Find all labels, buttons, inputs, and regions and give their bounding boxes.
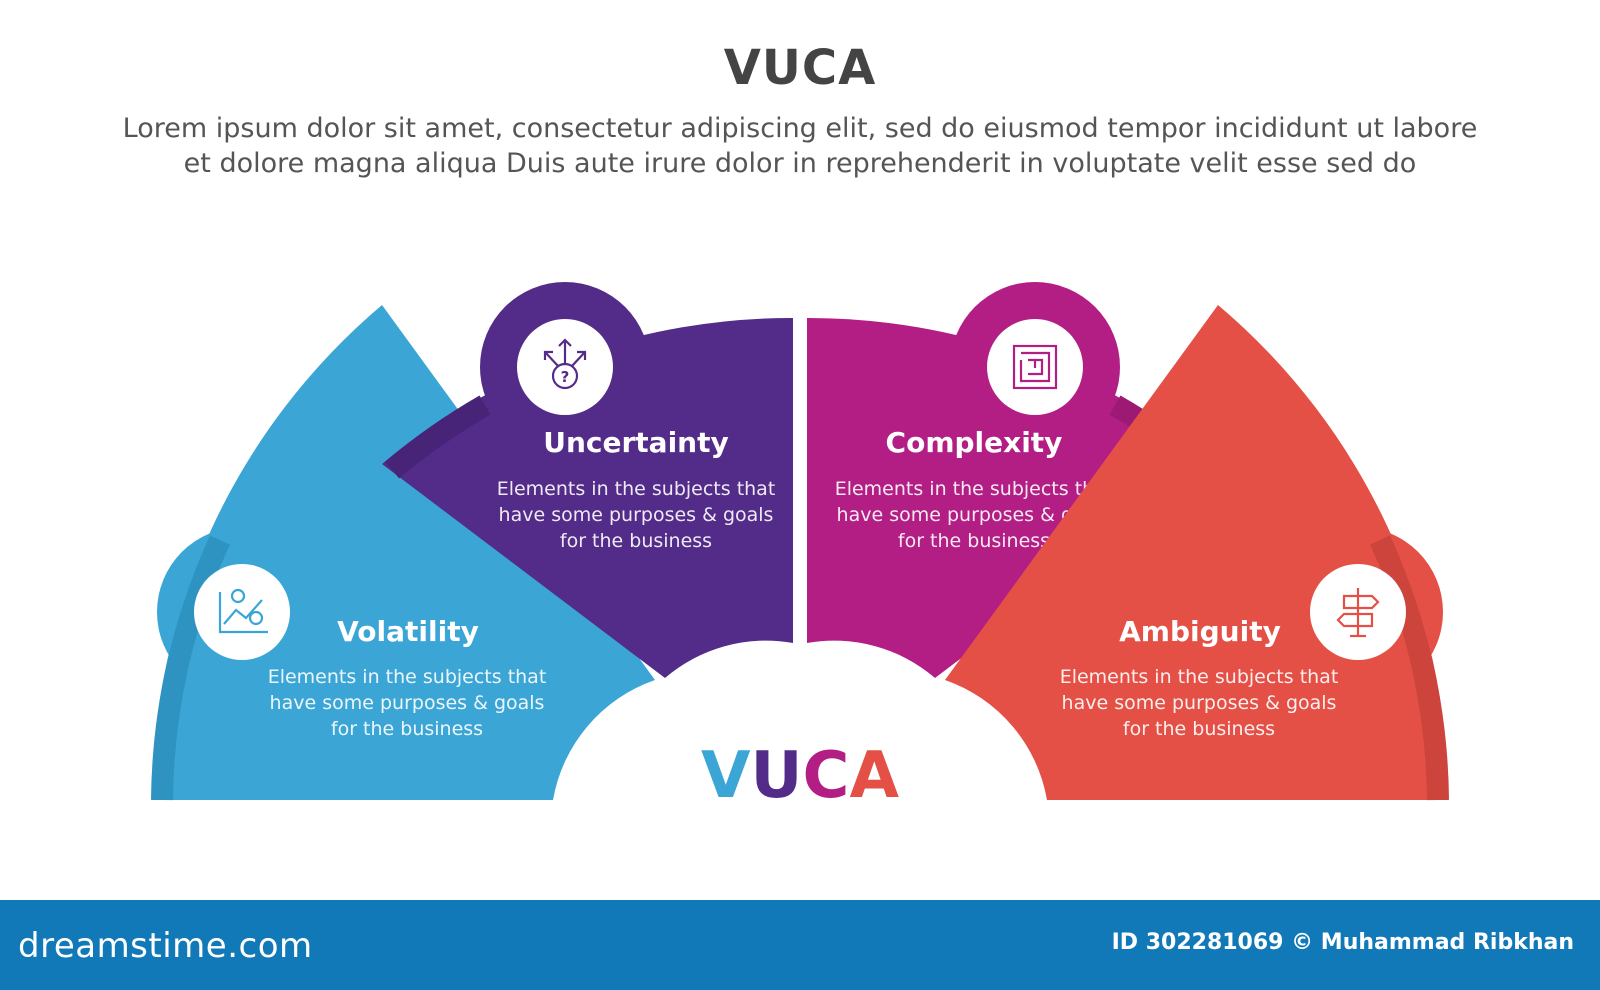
segment-uncertainty-desc-2: have some purposes & goals: [499, 504, 774, 526]
footer-bar: dreamstime.com ID 302281069 © Muhammad R…: [0, 900, 1600, 990]
segment-volatility-band: [151, 535, 231, 801]
chart-icon: [218, 588, 268, 634]
segment-uncertainty-desc-3: for the business: [560, 530, 712, 552]
segment-volatility-icon-circle: [194, 564, 290, 660]
center-vuca-label: VUCA: [701, 739, 899, 813]
segment-volatility-title: Volatility: [337, 615, 479, 648]
center-letter-v: V: [701, 739, 751, 813]
segment-uncertainty-desc-1: Elements in the subjects that: [497, 478, 776, 500]
segment-complexity-title: Complexity: [886, 426, 1063, 459]
center-letter-c: C: [803, 739, 850, 813]
segment-complexity-desc-3: for the business: [898, 530, 1050, 552]
segment-volatility: Volatility Elements in the subjects that…: [151, 305, 655, 801]
subtitle-line-1: Lorem ipsum dolor sit amet, consectetur …: [122, 113, 1478, 144]
subtitle-line-2: et dolore magna aliqua Duis aute irure d…: [183, 148, 1417, 179]
signpost-icon: [1336, 588, 1380, 638]
segment-complexity: Complexity Elements in the subjects that…: [807, 282, 1218, 678]
footer-credit: ID 302281069 © Muhammad Ribkhan: [1111, 930, 1574, 955]
center-letter-a: A: [849, 739, 899, 813]
segment-ambiguity: Ambiguity Elements in the subjects that …: [945, 305, 1449, 801]
segment-ambiguity-desc-1: Elements in the subjects that: [1060, 666, 1339, 688]
page-title: VUCA: [723, 40, 877, 96]
segment-volatility-desc-3: for the business: [331, 718, 483, 740]
segment-ambiguity-title: Ambiguity: [1119, 615, 1281, 648]
segment-complexity-desc-1: Elements in the subjects that: [835, 478, 1114, 500]
question-mark-glyph: ?: [561, 368, 570, 386]
segment-volatility-desc-1: Elements in the subjects that: [268, 666, 547, 688]
question-arrows-icon: [543, 338, 587, 390]
segment-volatility-desc-2: have some purposes & goals: [270, 692, 545, 714]
segment-ambiguity-band: [1369, 535, 1449, 801]
segment-uncertainty: ? Uncertainty Elements in the subjects t…: [382, 282, 793, 678]
segment-ambiguity-desc-2: have some purposes & goals: [1062, 692, 1337, 714]
segment-uncertainty-band: [384, 395, 491, 479]
maze-icon: [1012, 344, 1058, 390]
footer-brand[interactable]: dreamstime.com: [18, 926, 313, 966]
vuca-semicircle-diagram: Volatility Elements in the subjects that…: [151, 282, 1449, 813]
segment-uncertainty-icon-circle: [517, 319, 613, 415]
segment-complexity-desc-2: have some purposes & goals: [837, 504, 1112, 526]
segment-ambiguity-desc-3: for the business: [1123, 718, 1275, 740]
segment-uncertainty-title: Uncertainty: [543, 426, 729, 459]
center-letter-u: U: [751, 739, 803, 813]
